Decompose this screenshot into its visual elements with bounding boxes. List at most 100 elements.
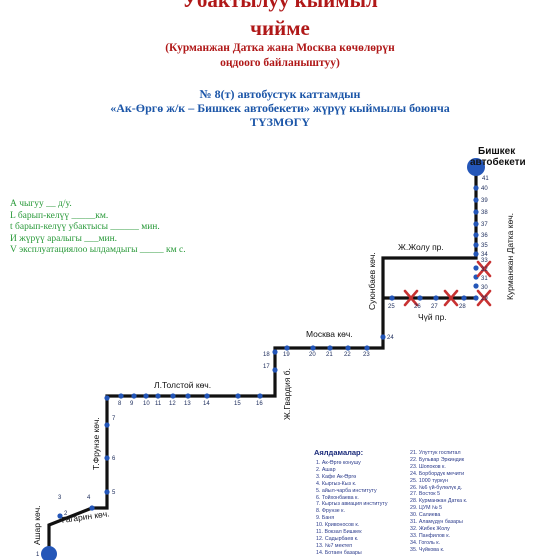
street-label-gagarin: Гагарин көч. [61,508,110,525]
stop-number: 21 [326,352,333,358]
stop-number: 33 [481,258,488,264]
stop-number: 13 [184,401,191,407]
title-line-1: Убактылуу кыймыл [182,0,378,12]
legend-line: t барып-келүү убактысы ______ мин. [10,222,160,233]
stop-entry: 33. Панфилов к. [410,532,451,539]
stop-dot [461,295,467,301]
stop-entry: 12. Садырбаев к. [316,535,359,542]
stop-dot [473,209,479,215]
stops-list-title: Аялдамалар: [314,448,364,457]
stop-dot [417,295,423,301]
street-label-zholu: Ж.Жолу пр. [398,242,444,252]
terminal-label-line-1: Бишкек [478,146,516,157]
stop-number: 27 [431,304,438,310]
stop-entry: 23. Шопоков к. [410,463,446,470]
stop-dot [272,367,278,373]
route-parameters-legend: А чыгуу __ д/у. L барып-келүү _____км. t… [10,199,186,257]
stop-dot [257,393,263,399]
stop-dot [143,393,149,399]
stop-number: 1 [36,552,40,558]
stop-number: 36 [481,233,488,239]
stop-entry: 9. Баня [316,515,335,522]
stop-dot [380,334,386,340]
stop-number: 34 [481,252,488,258]
stop-number: 4 [87,495,91,501]
stop-number: 31 [481,276,488,282]
closed-marker [476,260,492,278]
street-label-suyunbaev: Суюнбаев көч. [367,252,377,310]
stop-dot [473,265,479,271]
stop-entry: 5. айыл-чарба институту [316,487,377,494]
stop-number: 25 [388,304,395,310]
stop-dot [473,232,479,238]
stop-dot [204,393,210,399]
stop-number: 10 [143,401,150,407]
legend-line: И жүрүү аралыгы ___мин. [10,233,118,244]
stop-number: 41 [482,176,489,182]
stop-number: 29 [481,296,488,302]
stop-dot [473,185,479,191]
stop-dot [185,393,191,399]
stop-entry: 32. Жибек Жолу [410,525,450,532]
stop-entry: 24. Борбордук мечити [410,470,465,477]
stop-dot [327,345,333,351]
terminal-label-line-2: автобекети [470,156,526,168]
stop-entry: 22. Бульвар Эркиндик [410,456,465,463]
stop-entry: 30. Салиева [410,512,441,519]
stop-number: 22 [344,352,351,358]
stop-entry: 27. Восток 5 [410,491,441,498]
street-label-gvardia: Ж.Гвардия б. [282,368,292,420]
stop-entry: 8. Фрунзе к. [316,508,345,515]
stop-dot [473,295,479,301]
stop-number: 16 [256,401,263,407]
stop-dot [104,489,110,495]
stop-entry: 26. №6 үй-бүлөлүк д. [410,484,463,491]
stop-dot [310,345,316,351]
stop-number: 39 [481,198,488,204]
stop-dot [235,393,241,399]
closed-stop-markers [403,260,492,307]
closed-marker [476,289,492,307]
closed-marker [443,289,459,307]
stop-entry: 6. Тойхонбаева к. [316,494,359,501]
stop-dot [57,513,63,519]
stop-number: 26 [414,304,421,310]
stops-column-1: 1. Ак-Өргө конушу 2. Ашар 3. Кафе Ак-Өрг… [316,460,388,557]
stop-dot [155,393,161,399]
stop-entry: 10. Кривоносов к. [316,522,360,529]
subtitle-line-1: (Курманжан Датка жана Москва көчөлөрүн [165,42,395,54]
street-label-kurmanjan: Курманжан Датка көч. [505,213,515,300]
stop-dot [118,393,124,399]
stop-number: 35 [481,243,488,249]
stop-dot [170,393,176,399]
legend-line: L барып-келүү _____км. [10,210,109,221]
street-label-tolstoy: Л.Толстой көч. [154,380,211,390]
stop-number: 32 [481,267,488,273]
street-label-moskva: Москва көч. [306,329,353,339]
stop-dots [57,185,479,519]
stop-number: 24 [387,335,394,341]
stop-dot [364,345,370,351]
stop-number: 3 [58,495,62,501]
stop-entry: 31. Аламүдүн базары [410,519,463,526]
stop-number: 14 [203,401,210,407]
stop-number: 9 [130,401,134,407]
stop-entry: 13. №7 мектеп [316,542,353,549]
stop-dot [272,349,278,355]
stop-number: 2 [64,511,68,517]
stop-dot [131,393,137,399]
stop-dot [473,242,479,248]
title-line-2: чийме [250,16,310,40]
stop-dot [104,422,110,428]
stop-number: 6 [112,456,116,462]
stop-number: 37 [481,222,488,228]
stop-number: 7 [112,416,116,422]
stop-entry: 25. 1000 түркүн [410,477,449,484]
stop-number: 40 [481,186,488,192]
stops-list: Аялдамалар: 1. Ак-Өргө конушу 2. Ашар 3.… [314,448,467,556]
stop-dot [433,295,439,301]
stop-number: 5 [112,490,116,496]
stop-dot [473,221,479,227]
stop-dot [104,395,110,401]
stop-number: 11 [155,401,162,407]
